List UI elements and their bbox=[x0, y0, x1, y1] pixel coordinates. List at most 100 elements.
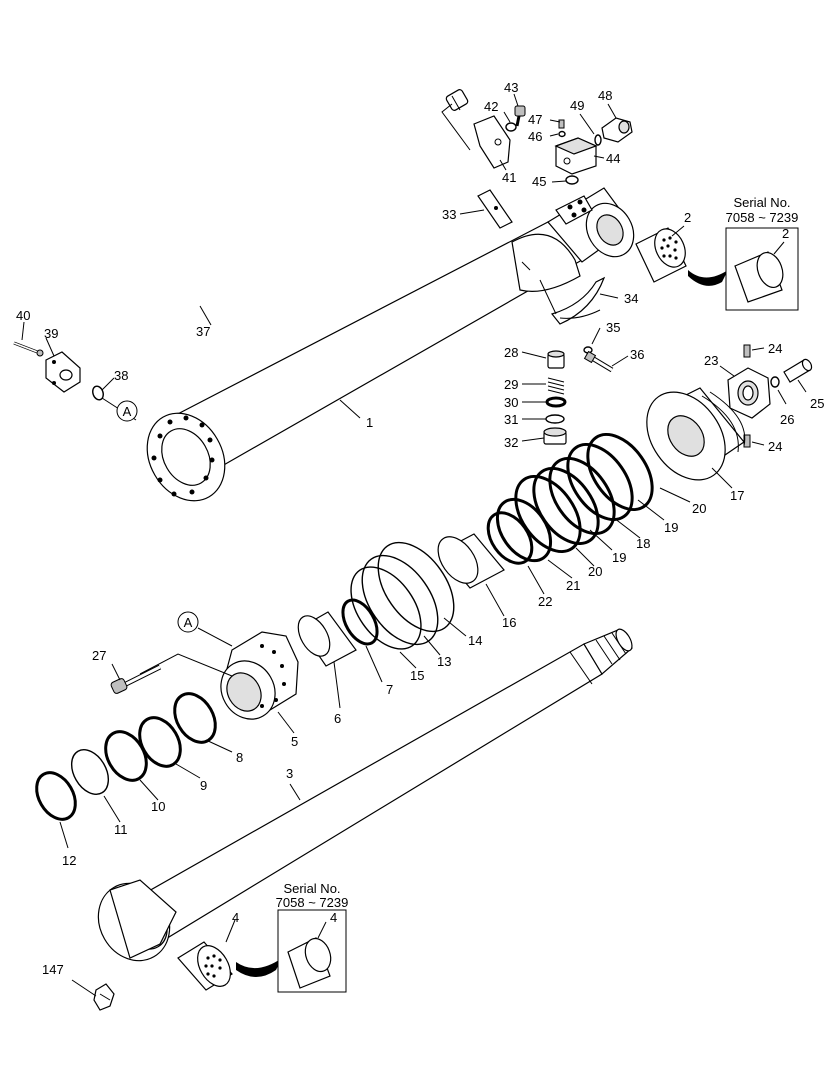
seal-10 bbox=[104, 730, 148, 782]
cylinder-tube-1 bbox=[146, 221, 583, 502]
callout-6: 6 bbox=[334, 711, 341, 726]
callout-49: 49 bbox=[570, 98, 584, 113]
callout-23: 23 bbox=[704, 353, 718, 368]
bolt-36 bbox=[583, 350, 614, 373]
ring-20a bbox=[586, 433, 654, 511]
serial-bottom-line1: Serial No. bbox=[283, 881, 340, 896]
callout-26: 26 bbox=[780, 412, 794, 427]
o-ring-46 bbox=[558, 130, 566, 138]
callout-1: 1 bbox=[366, 415, 373, 430]
seal-12 bbox=[35, 771, 77, 821]
callout-20-upper: 20 bbox=[692, 501, 706, 516]
callout-45: 45 bbox=[532, 174, 546, 189]
callout-10: 10 bbox=[151, 799, 165, 814]
callout-2: 2 bbox=[684, 210, 691, 225]
ring-14 bbox=[377, 541, 455, 633]
bracket-33 bbox=[477, 189, 513, 229]
seal-8 bbox=[173, 692, 217, 744]
callout-34: 34 bbox=[624, 291, 638, 306]
part-32 bbox=[543, 427, 567, 445]
svg-text:A: A bbox=[184, 615, 193, 630]
pipe-37 bbox=[58, 89, 469, 368]
callout-14: 14 bbox=[468, 633, 482, 648]
bolt-43 bbox=[514, 105, 526, 127]
callout-19-lower: 19 bbox=[612, 550, 626, 565]
callout-15: 15 bbox=[410, 668, 424, 683]
serial-box-bottom bbox=[277, 909, 347, 993]
callout-25: 25 bbox=[810, 396, 824, 411]
fitting-48 bbox=[601, 117, 633, 143]
ring-19a bbox=[566, 443, 634, 521]
callout-13: 13 bbox=[437, 654, 451, 669]
callout-37: 37 bbox=[196, 324, 210, 339]
bushing-16 bbox=[437, 533, 505, 589]
rod-head-5 bbox=[220, 631, 299, 720]
callout-35: 35 bbox=[606, 320, 620, 335]
seal-11 bbox=[70, 749, 110, 795]
bushing-4 bbox=[177, 941, 282, 991]
part-30 bbox=[545, 396, 567, 408]
callout-9: 9 bbox=[200, 778, 207, 793]
callout-27: 27 bbox=[92, 648, 106, 663]
callout-17: 17 bbox=[730, 488, 744, 503]
callout-7: 7 bbox=[386, 682, 393, 697]
screw-24-top bbox=[743, 344, 751, 358]
callout-5: 5 bbox=[291, 734, 298, 749]
callout-11: 11 bbox=[114, 822, 128, 837]
ring-21 bbox=[495, 497, 553, 563]
callout-43: 43 bbox=[504, 80, 518, 95]
reference-mark-a-bottom: A bbox=[177, 611, 199, 633]
ring-15 bbox=[350, 566, 422, 650]
callout-48: 48 bbox=[598, 88, 612, 103]
leader-lines bbox=[21, 93, 807, 997]
callout-4: 4 bbox=[232, 910, 239, 925]
tube-eye bbox=[547, 187, 635, 263]
bolt-40 bbox=[13, 341, 44, 357]
callout-24-bottom: 24 bbox=[768, 439, 782, 454]
callout-31: 31 bbox=[504, 412, 518, 427]
callout-47: 47 bbox=[528, 112, 542, 127]
callout-18: 18 bbox=[636, 536, 650, 551]
nut-23 bbox=[727, 367, 771, 419]
callout-147: 147 bbox=[42, 962, 64, 977]
block-44 bbox=[554, 137, 598, 175]
callout-28: 28 bbox=[504, 345, 518, 360]
callout-8: 8 bbox=[236, 750, 243, 765]
callout-20-lower: 20 bbox=[588, 564, 602, 579]
part-28 bbox=[547, 350, 565, 369]
screw-47 bbox=[558, 119, 565, 129]
reference-mark-a-top: A bbox=[116, 400, 138, 422]
part-31 bbox=[545, 414, 565, 424]
callout-38: 38 bbox=[114, 368, 128, 383]
washer-42 bbox=[505, 122, 517, 132]
piston-rod-3 bbox=[97, 628, 633, 962]
callout-4-serial: 4 bbox=[330, 910, 337, 925]
callout-21: 21 bbox=[566, 578, 580, 593]
callout-44: 44 bbox=[606, 151, 620, 166]
callout-2-serial: 2 bbox=[782, 226, 789, 241]
serial-top-line2: 7058 ~ 7239 bbox=[726, 210, 799, 225]
callout-12: 12 bbox=[62, 853, 76, 868]
callout-16: 16 bbox=[502, 615, 516, 630]
ring-22 bbox=[486, 511, 534, 565]
o-ring-38 bbox=[92, 385, 104, 401]
serial-top-line1: Serial No. bbox=[733, 195, 790, 210]
callout-41: 41 bbox=[502, 170, 516, 185]
flange-39 bbox=[45, 351, 81, 393]
callout-46: 46 bbox=[528, 129, 542, 144]
callout-labels: 1 2 2 3 4 4 5 6 7 8 9 10 11 12 13 14 15 … bbox=[16, 80, 824, 977]
o-ring-26 bbox=[770, 376, 780, 388]
callout-39: 39 bbox=[44, 326, 58, 341]
ring-7 bbox=[341, 598, 379, 646]
callout-33: 33 bbox=[442, 207, 456, 222]
callout-22: 22 bbox=[538, 594, 552, 609]
callout-3: 3 bbox=[286, 766, 293, 781]
ring-13 bbox=[361, 554, 439, 646]
ring-20b bbox=[514, 475, 582, 553]
screw-24-bottom bbox=[743, 434, 751, 448]
clamp-34 bbox=[550, 276, 606, 325]
callout-29: 29 bbox=[504, 377, 518, 392]
callout-40: 40 bbox=[16, 308, 30, 323]
ring-18 bbox=[548, 457, 616, 535]
bushing-2 bbox=[635, 227, 728, 286]
